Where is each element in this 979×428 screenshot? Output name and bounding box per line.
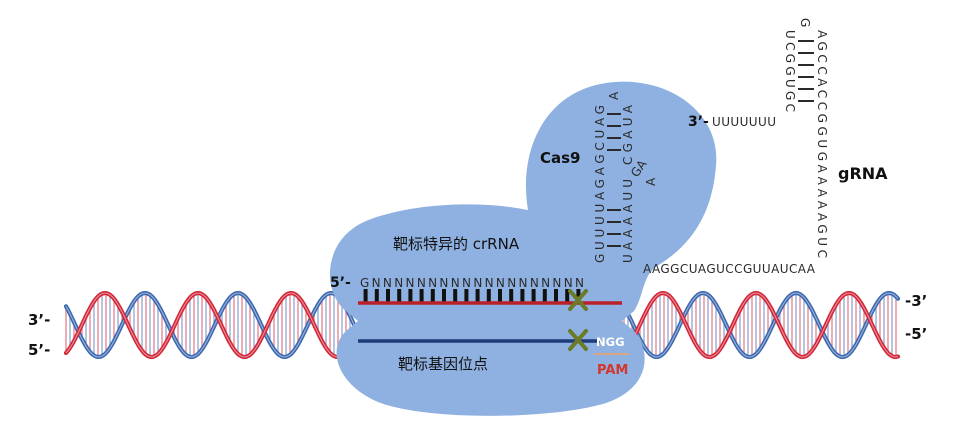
cas9-protein-body [329, 81, 717, 416]
pam-motif-label: NGG [596, 335, 625, 349]
spacer-pairing-tooth [408, 289, 413, 303]
cleavage-mark-top [568, 289, 588, 311]
anti-repeat-bulge-tail: A [644, 177, 658, 186]
target-site-label: 靶标基因位点 [398, 355, 488, 373]
repeat-strand: GUUUUAGAGCUAG [593, 105, 607, 263]
stem-loop-2-left-strand: UCGGUGC [783, 30, 797, 112]
spacer-pairing-tooth [486, 289, 491, 303]
spacer-pairing-tooth [363, 289, 368, 303]
spacer-pairing-tooth [576, 289, 581, 303]
spacer-pairing-tooth [442, 289, 446, 303]
repeat-loop: A [607, 91, 621, 100]
dna-end-left-top: 3’- [28, 311, 50, 329]
dna-strand-red-highlight [65, 292, 357, 358]
stem-loop-2-apex: G [798, 18, 812, 27]
dna-strand-blue-highlight [65, 292, 357, 358]
spacer-pairing-tooth [397, 289, 402, 303]
spacer-pairing-tooth [542, 289, 547, 303]
spacer-pairing-tooth [520, 289, 525, 303]
dna-helix-left [63, 290, 359, 360]
spacer-pairing-tooth [374, 289, 379, 303]
pam-label: PAM [597, 363, 628, 378]
stem-loop-2-pair-marks [798, 40, 814, 102]
dna-end-right-top: -3’ [905, 292, 927, 310]
spacer-end-label: 5’- [330, 275, 351, 291]
dna-strand-blue-highlight [623, 292, 899, 358]
spacer-pairing-tooth [565, 289, 570, 303]
cleavage-mark-bottom [568, 329, 588, 351]
dna-strand-red-highlight [623, 292, 899, 358]
grna-tail-label: 3’- [688, 114, 709, 130]
spacer-pairing-tooth [498, 289, 502, 303]
anti-repeat-lower: UAAAAUU [621, 179, 635, 263]
stem-loop-2-right-strand: AGCCACCGGUGAAAAAGUC [815, 30, 829, 258]
cleavage-mark-stroke [568, 329, 588, 351]
dna-helix-right [621, 290, 901, 360]
spacer-pairing-teeth [363, 289, 581, 303]
spacer-pairing-tooth [453, 289, 458, 303]
grna-label: gRNA [838, 164, 888, 183]
cas9-label: Cas9 [540, 149, 581, 167]
grna-poly-u: UUUUUUU [712, 115, 776, 129]
spacer-pairing-tooth [419, 289, 424, 303]
crrna-label: 靶标特异的 crRNA [393, 235, 520, 253]
dna-end-right-bottom: -5’ [905, 325, 927, 343]
dna-end-left-bottom: 5’- [28, 341, 50, 359]
repeat-pair-marks [607, 113, 621, 247]
cleavage-mark-stroke [568, 289, 588, 311]
spacer-pairing-tooth [509, 289, 514, 303]
spacer-pairing-tooth [554, 289, 558, 303]
grna-linker: AAGGCUAGUCCGUUAUCAA [643, 262, 816, 276]
anti-repeat-upper: CGAUA [621, 104, 635, 165]
spacer-pairing-tooth [475, 289, 480, 303]
spacer-pairing-tooth [430, 289, 435, 303]
spacer-pairing-tooth [531, 289, 536, 303]
spacer-pairing-tooth [464, 289, 469, 303]
spacer-pairing-tooth [386, 289, 390, 303]
